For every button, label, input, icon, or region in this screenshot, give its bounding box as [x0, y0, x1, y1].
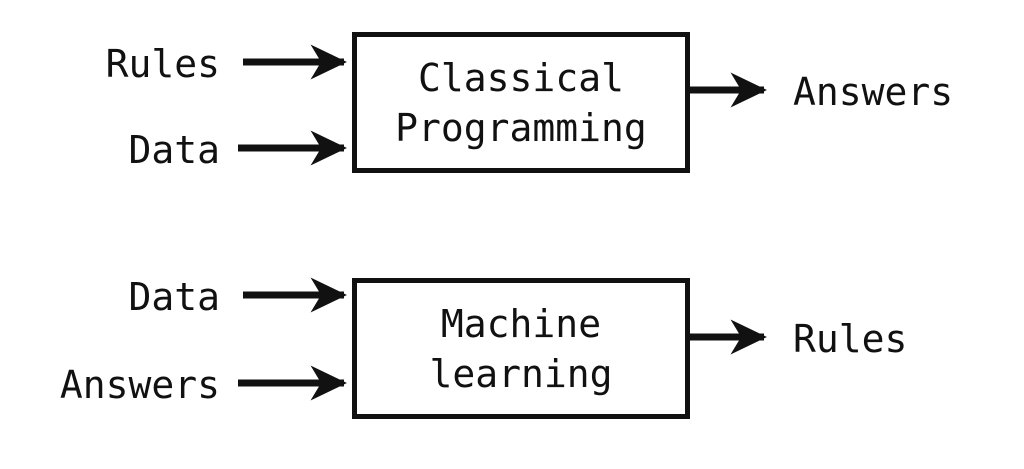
- output-label-rules-ml: Rules: [793, 317, 908, 361]
- process-box-ml-line2: learning: [429, 351, 613, 396]
- input-label-answers-ml: Answers: [59, 363, 220, 407]
- process-box-machine-learning: Machine learning: [352, 278, 690, 419]
- input-label-data-ml: Data: [128, 275, 220, 319]
- output-label-answers-classical: Answers: [793, 70, 954, 114]
- input-label-rules-classical: Rules: [105, 42, 220, 86]
- process-box-classical-programming: Classical Programming: [352, 32, 690, 173]
- process-box-classical-line2: Programming: [395, 105, 647, 150]
- input-label-data-classical: Data: [128, 128, 220, 172]
- process-box-classical-line1: Classical: [418, 55, 624, 100]
- process-box-ml-line1: Machine: [440, 301, 602, 346]
